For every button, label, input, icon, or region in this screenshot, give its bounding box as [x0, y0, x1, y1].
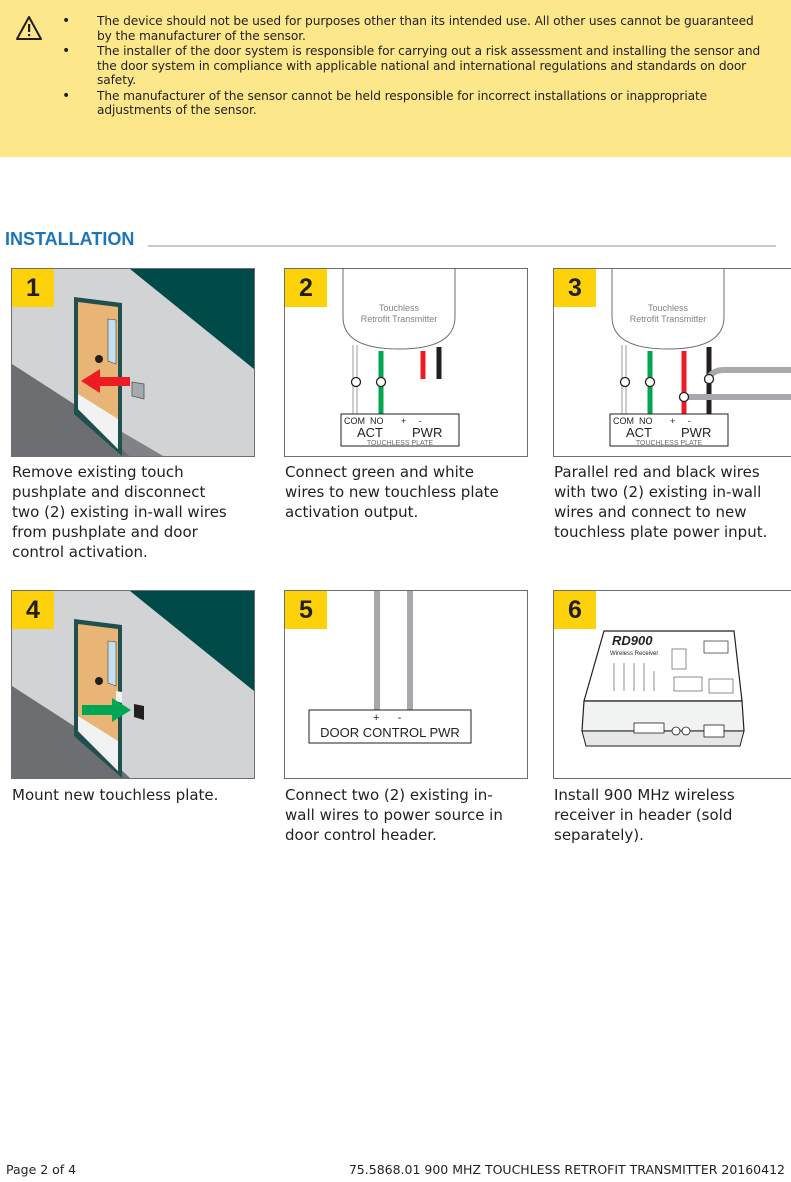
step-caption: Connect green and white wires to new tou…	[285, 463, 499, 521]
step-5-panel: 5 + - DOOR CONTROL PWR	[284, 590, 528, 779]
door-control-pwr-diagram: + - DOOR CONTROL PWR	[308, 591, 472, 744]
pwr-label: PWR	[681, 425, 711, 440]
step-caption: Mount new touchless plate.	[12, 786, 219, 804]
step-1-panel: 1	[11, 268, 255, 457]
section-divider	[148, 245, 776, 247]
receiver-sublabel: Wireless Receiver	[610, 651, 658, 657]
act-label: ACT	[626, 425, 652, 440]
document-id: 75.5868.01 900 MHZ TOUCHLESS RETROFIT TR…	[348, 1162, 785, 1177]
step-6-panel: 6 RD900 Wireless Receiver	[553, 590, 791, 779]
transmitter-label-line2: Retrofit Transmitter	[630, 314, 707, 324]
step-number-badge: 4	[12, 591, 54, 629]
step-2-panel: 2 Touchless Retrofit Transmitter COM NO …	[284, 268, 528, 457]
receiver-model-label: RD900	[612, 633, 653, 648]
step-3-panel: 3 Touchless Retrofit Transmitter COM NO …	[553, 268, 791, 457]
page-number: Page 2 of 4	[6, 1162, 77, 1177]
touchless-plate-label: TOUCHLESS PLATE	[367, 440, 434, 447]
transmitter-label-line2: Retrofit Transmitter	[361, 314, 438, 324]
terminal-labels: COM NO + -	[613, 416, 691, 426]
touchless-plate-label: TOUCHLESS PLATE	[636, 440, 703, 447]
step-caption: Parallel red and black wires with two (2…	[554, 463, 768, 541]
step-number-badge: 3	[554, 269, 596, 307]
warning-triangle-icon	[16, 16, 42, 40]
pwr-label: PWR	[412, 425, 442, 440]
door-control-pwr-label: DOOR CONTROL PWR	[320, 725, 460, 740]
step-caption: Install 900 MHz wireless receiver in hea…	[554, 786, 735, 844]
transmitter-label-line1: Touchless	[648, 303, 689, 313]
step-4-panel: 4	[11, 590, 255, 779]
section-title: INSTALLATION	[5, 229, 135, 249]
terminal-labels: COM NO + -	[344, 416, 422, 426]
warning-item: The device should not be used for purpos…	[62, 14, 770, 43]
receiver-illustration: RD900 Wireless Receiver	[581, 630, 745, 747]
step-caption: Remove existing touch pushplate and disc…	[12, 463, 227, 561]
step-number-badge: 5	[285, 591, 327, 629]
warning-box: The device should not be used for purpos…	[0, 0, 791, 157]
warning-item: The manufacturer of the sensor cannot be…	[62, 89, 770, 118]
step-number-badge: 1	[12, 269, 54, 307]
transmitter-label-line1: Touchless	[379, 303, 420, 313]
step-number-badge: 6	[554, 591, 596, 629]
pwr-terminal-labels: + -	[373, 712, 402, 724]
act-label: ACT	[357, 425, 383, 440]
step-number-badge: 2	[285, 269, 327, 307]
warning-item: The installer of the door system is resp…	[62, 44, 770, 88]
warning-list: The device should not be used for purpos…	[62, 14, 770, 119]
wiring-pwr-diagram: Touchless Retrofit Transmitter COM NO + …	[609, 269, 791, 447]
step-caption: Connect two (2) existing in-wall wires t…	[285, 786, 503, 844]
wiring-act-diagram: Touchless Retrofit Transmitter COM NO + …	[340, 269, 460, 447]
